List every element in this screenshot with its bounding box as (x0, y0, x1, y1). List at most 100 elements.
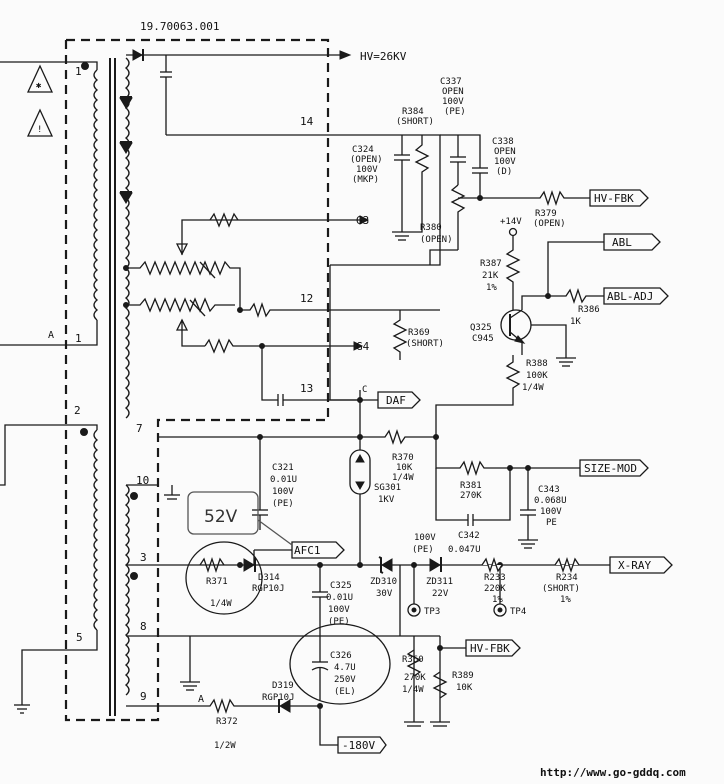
svg-text:✱: ✱ (36, 81, 42, 91)
pin-7: 7 (136, 422, 143, 435)
pin-5: 5 (76, 631, 83, 644)
r381-ref: R381 (460, 481, 482, 491)
g3-line (175, 212, 370, 256)
pin-12: 12 (300, 292, 313, 305)
daf-line (329, 265, 421, 409)
hv-diode-stack-icon (119, 96, 133, 204)
hv-fbk-top-connector (589, 189, 649, 207)
hv-fbk-bottom-label: HV-FBK (470, 642, 510, 655)
d319-ref: D319 (272, 681, 294, 691)
q325-ref: Q325 (470, 323, 492, 333)
sg301-rating: 1KV (378, 495, 395, 505)
c321-value: 0.01U (270, 475, 297, 485)
daf-label: DAF (386, 394, 406, 407)
plus14v-label: +14V (500, 217, 522, 227)
r384-ref: R384 (402, 107, 424, 117)
r360-power: 1/4W (402, 685, 424, 695)
pin-14: 14 (300, 115, 314, 128)
c325-ref: C325 (330, 581, 352, 591)
c326-value: 4.7U (334, 663, 356, 673)
g3-label: G3 (356, 214, 369, 227)
hv-fbk-top-label: HV-FBK (594, 192, 634, 205)
r371-d314-group (185, 541, 345, 615)
pin-8: 8 (140, 620, 147, 633)
c324-capacitor (392, 135, 412, 241)
c343-ref: C343 (538, 485, 560, 495)
c321-capacitor (252, 437, 268, 530)
plus14v-supply (505, 227, 521, 310)
r371-ref: R371 (206, 577, 228, 587)
c337-capacitor (450, 135, 466, 222)
g4-label: G4 (356, 340, 370, 353)
abl-label: ABL (612, 236, 632, 249)
q325-transistor-icon (500, 295, 548, 355)
pin-1: 1 (75, 332, 82, 345)
q325-type: C945 (472, 334, 494, 344)
r386-resistor (548, 324, 576, 367)
pin-9: 9 (140, 690, 147, 703)
r234-resistor (554, 556, 580, 574)
pin9-line (126, 697, 387, 754)
tp3-label: TP3 (424, 607, 440, 617)
zd310-voltage: 30V (376, 589, 393, 599)
c337-voltage: 100V (442, 97, 464, 107)
c326-type: (EL) (334, 687, 356, 697)
c338-ref: C338 (492, 137, 514, 147)
r233-value: 220K (484, 584, 506, 594)
c337-open: OPEN (442, 87, 464, 97)
zd311-ref: ZD311 (426, 577, 453, 587)
tp4-testpoint (493, 565, 507, 617)
pin-13: 13 (300, 382, 313, 395)
c321-ref: C321 (272, 463, 294, 473)
r379-resistor (458, 189, 590, 207)
lower-secondary-winding (124, 484, 138, 696)
c-mark-label: C (362, 385, 367, 395)
zd311-voltage: 22V (432, 589, 449, 599)
c324-ref: C324 (352, 145, 374, 155)
r370-ref: R370 (392, 453, 414, 463)
c324-open: (OPEN) (350, 155, 383, 165)
pin-1-top: 1 (75, 65, 82, 78)
r369-ref: R369 (408, 328, 430, 338)
sg301-ref: SG301 (374, 483, 401, 493)
pin-2: 2 (74, 404, 81, 417)
r234-value: (SHORT) (542, 584, 580, 594)
primary-winding-2 (80, 428, 99, 631)
d314-type: RGP10J (252, 584, 285, 594)
c343-voltage: 100V (540, 507, 562, 517)
c338-voltage: 100V (494, 157, 516, 167)
r384-value: (SHORT) (396, 117, 434, 127)
afc-label: AFC1 (294, 544, 321, 557)
zd310-zener (378, 556, 393, 574)
transformer-outline (64, 38, 330, 722)
c325-capacitor (312, 565, 328, 636)
pin-10: 10 (136, 474, 149, 487)
r379-value: (OPEN) (533, 219, 566, 229)
r387-value: 21K (482, 271, 499, 281)
r389-value: 10K (456, 683, 473, 693)
watermark-url: http://www.go-gddq.com (540, 766, 686, 779)
c338-capacitor (440, 134, 488, 198)
zd310-ref: ZD310 (370, 577, 397, 587)
annotation-52v (187, 491, 293, 546)
c321-voltage: 100V (272, 487, 294, 497)
r369-resistor (392, 310, 408, 360)
c325-type: (PE) (328, 617, 350, 627)
r388-power: 1/4W (522, 383, 544, 393)
c326-capacitor (289, 623, 391, 705)
c338-open: OPEN (494, 147, 516, 157)
tp3-testpoint (407, 565, 421, 617)
sg301-spark-gap (349, 400, 371, 565)
pin8-rail (126, 565, 521, 727)
primary-winding-1 (81, 62, 99, 321)
r387-tol: 1% (486, 283, 497, 293)
zd311-zener (429, 557, 442, 572)
r233-ref: R233 (484, 573, 506, 583)
c342-type: (PE) (412, 545, 434, 555)
g4-line (175, 318, 364, 406)
r384-resistor (412, 135, 430, 233)
svg-text:!: ! (37, 125, 42, 135)
hv-secondary-winding (124, 57, 130, 419)
r386-value: 1K (570, 317, 581, 327)
r381-value: 270K (460, 491, 482, 501)
